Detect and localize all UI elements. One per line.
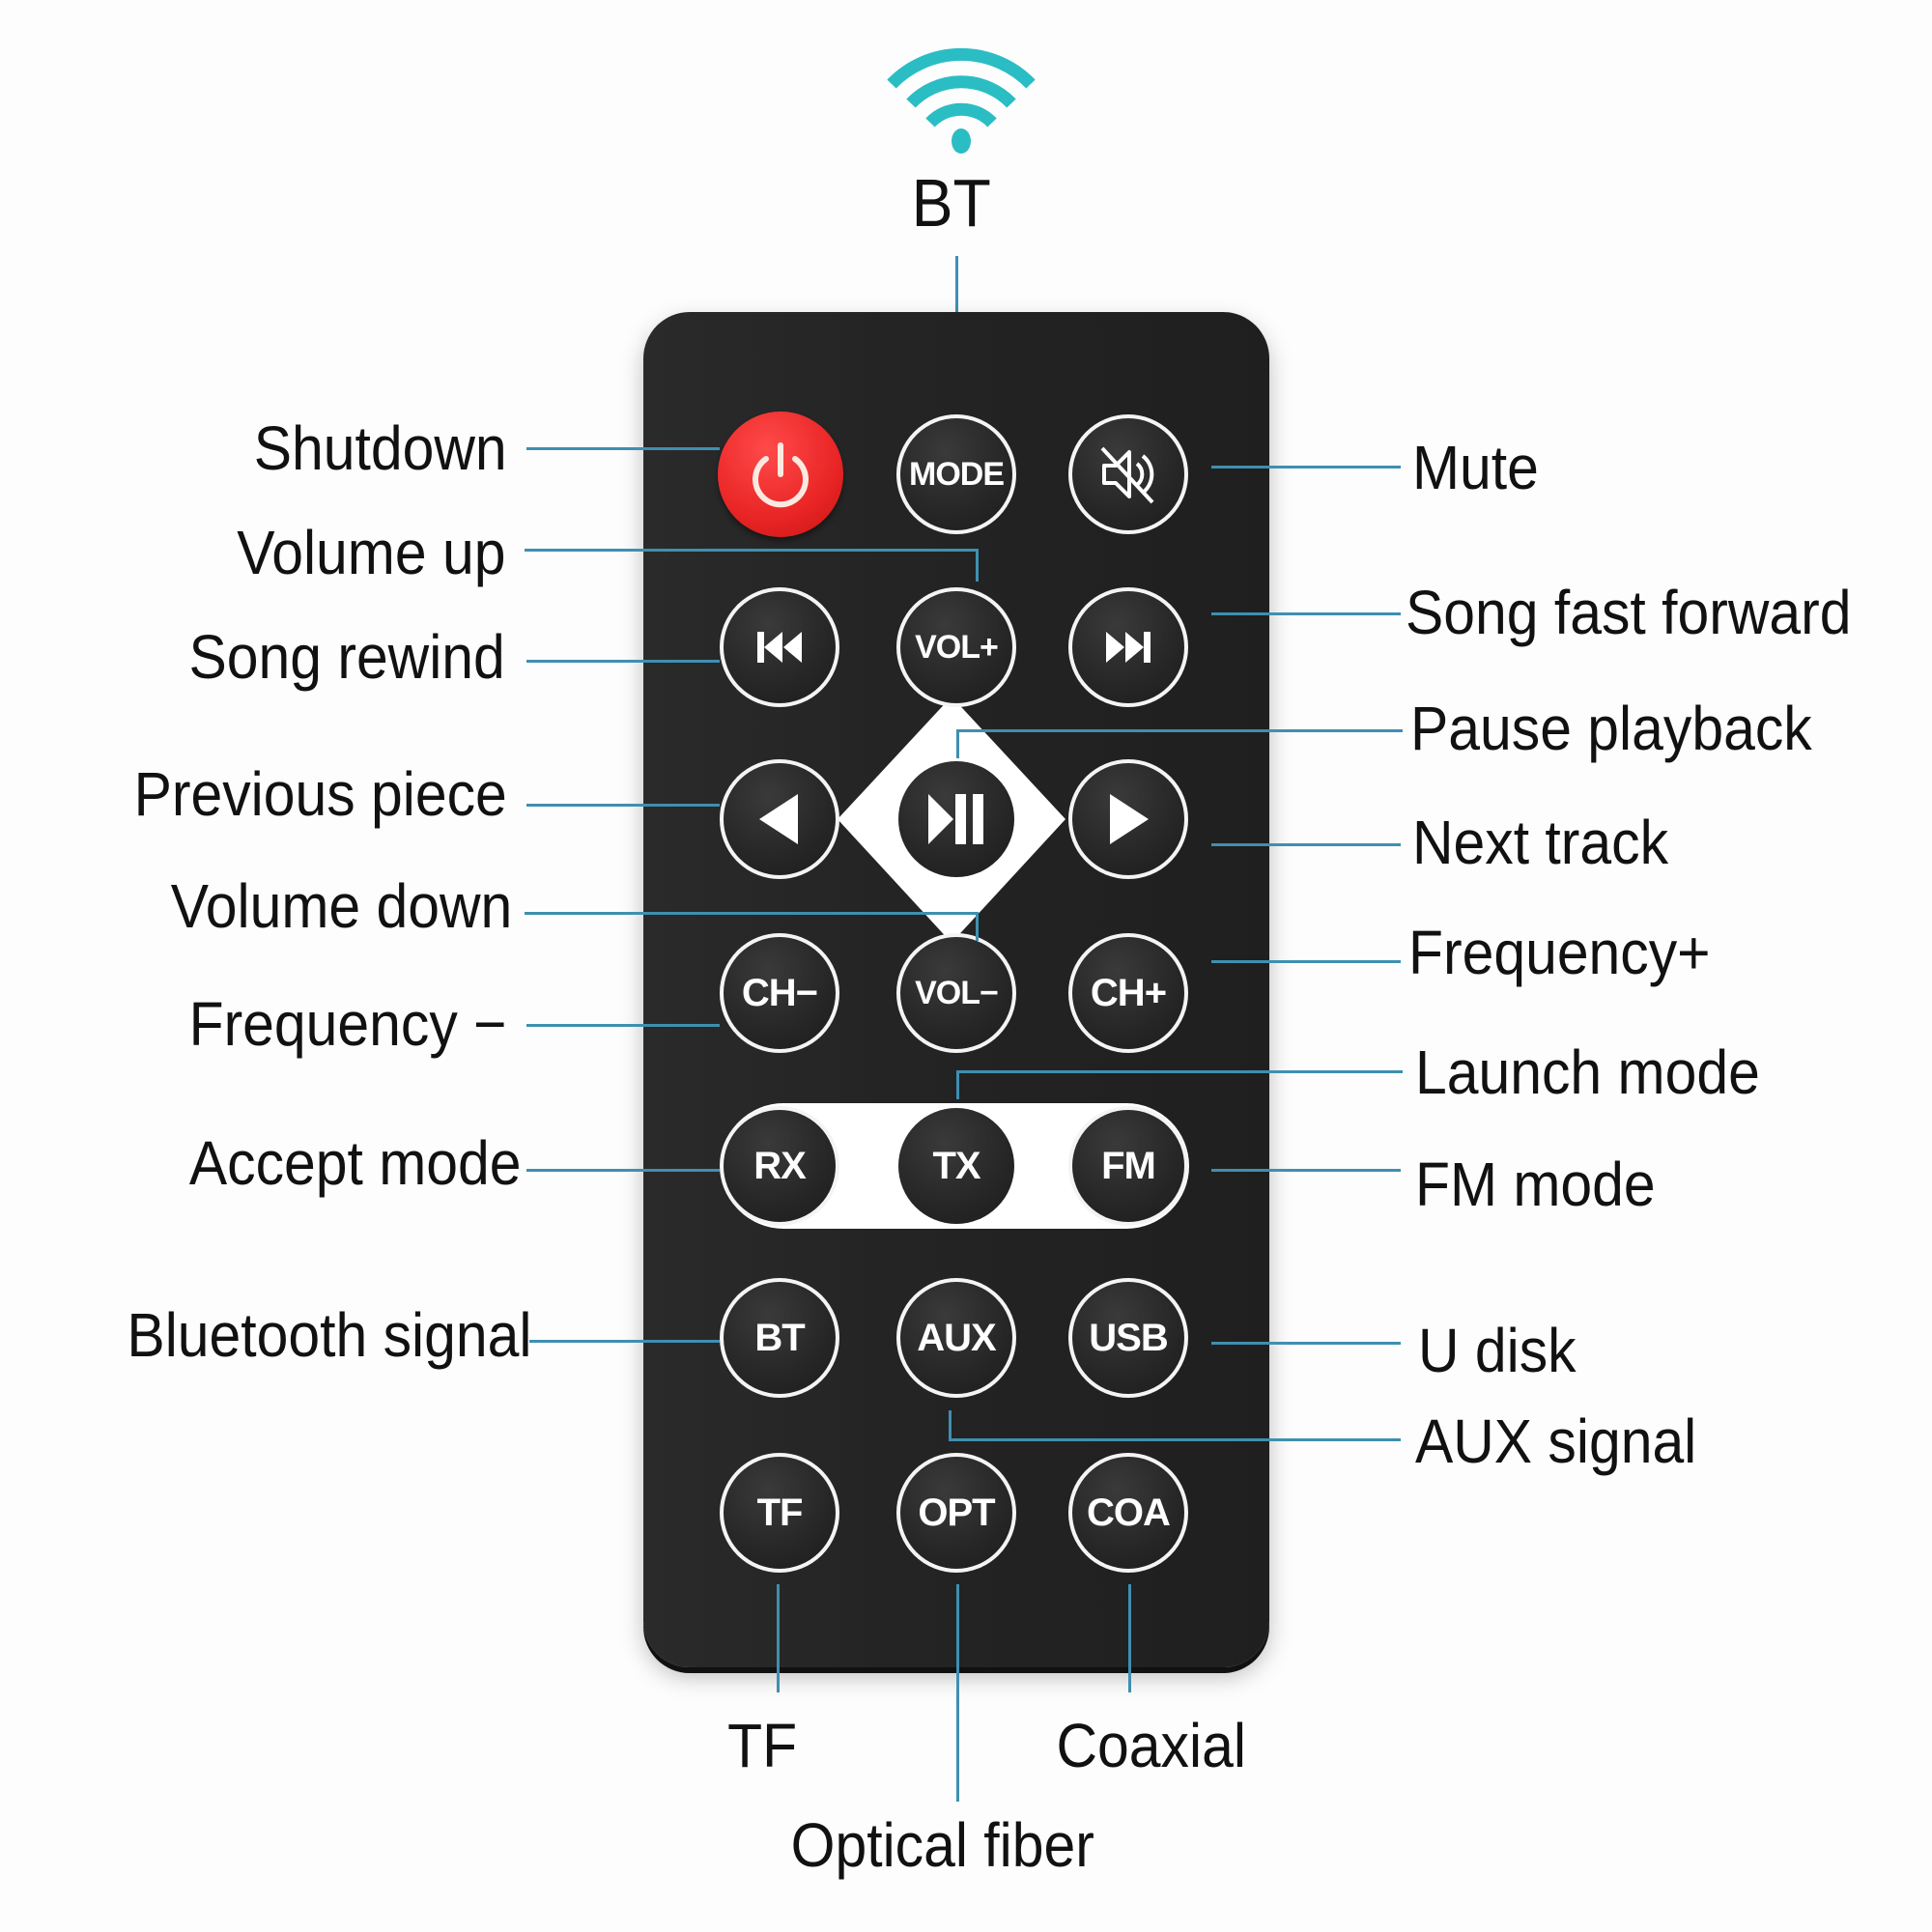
connector-line [949, 1410, 952, 1439]
label-aux-signal: AUX signal [1415, 1406, 1697, 1476]
connector-line [956, 729, 1403, 732]
label-song-fast-forward: Song fast forward [1406, 578, 1852, 647]
label-pause-playback: Pause playback [1410, 694, 1812, 763]
connector-line [976, 912, 979, 941]
connector-line [1211, 843, 1401, 846]
label-launch-mode: Launch mode [1415, 1037, 1760, 1107]
connector-line [976, 549, 979, 582]
opt-button[interactable]: OPT [896, 1453, 1016, 1573]
connector-line [525, 549, 979, 552]
label-volume-down: Volume down [170, 871, 512, 941]
connector-line [526, 660, 720, 663]
connector-line [956, 729, 959, 758]
power-icon [753, 442, 809, 508]
coa-button[interactable]: COA [1068, 1453, 1188, 1573]
tf-button[interactable]: TF [720, 1453, 839, 1573]
label-frequency-plus: Frequency+ [1408, 918, 1711, 987]
connector-line [526, 1024, 720, 1027]
connector-line [529, 1340, 720, 1343]
mute-button[interactable] [1068, 414, 1188, 534]
label-fm-mode: FM mode [1415, 1150, 1656, 1219]
connector-line [949, 1438, 1401, 1441]
wifi-signal-icon [887, 47, 1036, 154]
next-button[interactable] [1068, 759, 1188, 879]
connector-line [1211, 1169, 1401, 1172]
fm-button[interactable]: FM [1068, 1106, 1188, 1226]
play-pause-icon [928, 794, 983, 844]
mode-button[interactable]: MODE [896, 414, 1016, 534]
label-tf: TF [727, 1711, 798, 1780]
label-shutdown: Shutdown [254, 413, 507, 483]
mute-speaker-icon [1100, 446, 1154, 504]
triangle-left-icon [759, 794, 798, 844]
tx-button[interactable]: TX [898, 1108, 1014, 1224]
connector-line [956, 1070, 1403, 1073]
volume-up-button[interactable]: VOL+ [896, 587, 1016, 707]
channel-minus-button[interactable]: CH− [720, 933, 839, 1053]
connector-line [526, 804, 720, 807]
label-coaxial: Coaxial [1056, 1711, 1246, 1780]
connector-line [956, 1584, 959, 1802]
connector-line [1211, 612, 1401, 615]
rewind-button[interactable] [720, 587, 839, 707]
fast-forward-button[interactable] [1068, 587, 1188, 707]
bt-title: BT [911, 165, 991, 241]
connector-line [956, 1070, 959, 1099]
connector-line [1211, 466, 1401, 469]
skip-back-icon [757, 632, 802, 663]
bt-button[interactable]: BT [720, 1278, 839, 1398]
volume-down-button[interactable]: VOL− [896, 933, 1016, 1053]
label-previous-piece: Previous piece [133, 759, 507, 829]
triangle-right-icon [1110, 794, 1149, 844]
rx-button[interactable]: RX [720, 1106, 839, 1226]
skip-forward-icon [1106, 632, 1151, 663]
label-u-disk: U disk [1418, 1316, 1577, 1385]
label-bluetooth-signal: Bluetooth signal [126, 1300, 531, 1370]
connector-line [1211, 1342, 1401, 1345]
connector-line [526, 447, 720, 450]
connector-line [525, 912, 979, 915]
label-song-rewind: Song rewind [188, 622, 505, 692]
previous-button[interactable] [720, 759, 839, 879]
label-next-track: Next track [1412, 808, 1669, 877]
connector-line [777, 1584, 780, 1692]
label-frequency-minus: Frequency − [189, 989, 507, 1059]
label-accept-mode: Accept mode [189, 1128, 522, 1198]
connector-line [1211, 960, 1401, 963]
connector-line [1128, 1584, 1131, 1692]
label-optical-fiber: Optical fiber [790, 1810, 1094, 1880]
power-button[interactable] [718, 412, 843, 537]
connector-line [526, 1169, 720, 1172]
channel-plus-button[interactable]: CH+ [1068, 933, 1188, 1053]
label-mute: Mute [1412, 433, 1539, 502]
usb-button[interactable]: USB [1068, 1278, 1188, 1398]
play-pause-button[interactable] [898, 761, 1014, 877]
label-volume-up: Volume up [236, 518, 505, 587]
aux-button[interactable]: AUX [896, 1278, 1016, 1398]
